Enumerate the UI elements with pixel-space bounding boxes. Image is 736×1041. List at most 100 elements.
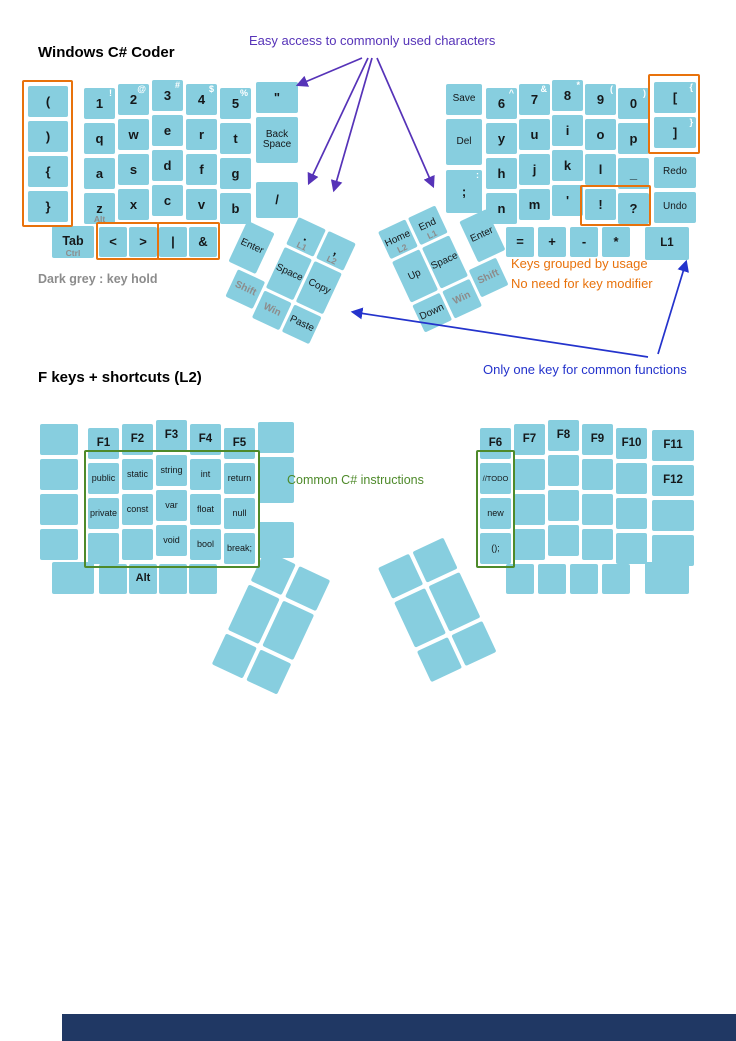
key-label: & bbox=[198, 234, 208, 250]
key-label: Space bbox=[429, 250, 460, 273]
key-w: w bbox=[118, 119, 149, 150]
key-blank bbox=[506, 564, 534, 594]
key-label: _ bbox=[629, 165, 638, 181]
key-blank bbox=[570, 564, 598, 594]
key-label: h bbox=[497, 165, 506, 181]
shift-symbol: # bbox=[174, 80, 180, 90]
key-enter: Enter bbox=[228, 220, 275, 275]
key-blank bbox=[122, 529, 153, 560]
highlight-csharp-left bbox=[84, 450, 260, 568]
key-label: Save bbox=[452, 93, 476, 105]
key-blank bbox=[159, 564, 187, 594]
key-d: d bbox=[152, 150, 183, 181]
key-blank bbox=[40, 494, 78, 525]
key-3: 3# bbox=[152, 80, 183, 111]
key-label: c bbox=[163, 192, 172, 208]
key-minus: - bbox=[570, 227, 598, 257]
key-label: //TODO bbox=[482, 473, 509, 483]
key-undo: Undo bbox=[654, 192, 696, 223]
key-label: new bbox=[487, 507, 504, 518]
key-label: 3 bbox=[163, 87, 172, 103]
highlight-parens-column bbox=[22, 80, 73, 227]
key-blank bbox=[616, 498, 647, 529]
key-blank bbox=[514, 459, 545, 490]
key-label: ' bbox=[565, 192, 570, 208]
key-alt: Alt bbox=[129, 564, 157, 594]
key-b: b bbox=[220, 193, 251, 224]
key-6: 6^ bbox=[486, 88, 517, 119]
key-a: a bbox=[84, 158, 115, 189]
key-label: f bbox=[199, 161, 204, 177]
key-double-quote: " bbox=[256, 82, 298, 113]
key-blank bbox=[582, 529, 613, 560]
key-label: v bbox=[197, 196, 206, 212]
key-label: o bbox=[596, 126, 605, 142]
key-label: F6 bbox=[488, 437, 503, 450]
key-close-bracket: ]} bbox=[654, 117, 696, 148]
key-s: s bbox=[118, 154, 149, 185]
key-label: F1 bbox=[96, 437, 111, 450]
key-label: l bbox=[598, 161, 603, 177]
key-blank bbox=[548, 490, 579, 521]
key-break: break; bbox=[224, 533, 255, 564]
key-save: Save bbox=[446, 84, 482, 115]
key-bool: bool bbox=[190, 529, 221, 560]
key-label: float bbox=[196, 503, 214, 514]
key-label: a bbox=[95, 165, 104, 181]
key-greater-than: > bbox=[129, 227, 157, 257]
key-blank bbox=[652, 500, 694, 531]
shift-symbol: @ bbox=[137, 84, 146, 94]
key-h: h bbox=[486, 158, 517, 189]
key-blank bbox=[40, 459, 78, 490]
key-label: p bbox=[629, 130, 638, 146]
key-label: int bbox=[200, 468, 211, 479]
key-label: z bbox=[96, 200, 103, 216]
key-label: ; bbox=[461, 183, 467, 199]
key-label: F5 bbox=[232, 437, 247, 450]
key-label: 8 bbox=[563, 87, 572, 103]
key-label: q bbox=[95, 130, 104, 146]
key-blank bbox=[189, 564, 217, 594]
key-underscore: _ bbox=[618, 158, 649, 189]
key-open-brace: { bbox=[28, 156, 68, 187]
key-label: F3 bbox=[164, 429, 179, 442]
key-4: 4$ bbox=[186, 84, 217, 115]
key-blank bbox=[514, 494, 545, 525]
hold-label: Alt bbox=[93, 213, 106, 224]
key-label: public bbox=[91, 472, 116, 483]
key-label: var bbox=[165, 499, 178, 510]
key-public: public bbox=[88, 463, 119, 494]
key-label: m bbox=[528, 196, 541, 212]
shift-symbol: $ bbox=[208, 84, 214, 94]
shift-symbol: ! bbox=[109, 88, 112, 98]
key-f3: F3 bbox=[156, 420, 187, 451]
key-label: ! bbox=[598, 196, 603, 212]
key-label: F12 bbox=[663, 474, 683, 487]
key-semicolon: ;: bbox=[446, 170, 482, 213]
key-null: null bbox=[224, 498, 255, 529]
key-label: F4 bbox=[198, 433, 213, 446]
key-void: void bbox=[156, 525, 187, 556]
highlight-angle-brackets bbox=[96, 222, 159, 260]
key-blank bbox=[548, 455, 579, 486]
key-blank bbox=[602, 564, 630, 594]
layout-title-l2: F keys + shortcuts (L2) bbox=[38, 369, 202, 386]
shift-symbol: ( bbox=[610, 84, 613, 94]
shift-symbol: ^ bbox=[508, 88, 514, 98]
key-0: 0) bbox=[618, 88, 649, 119]
key-label: Up bbox=[406, 267, 423, 283]
note-one-key: Only one key for common functions bbox=[483, 362, 687, 377]
hold-label: Ctrl bbox=[65, 247, 81, 258]
key-f9: F9 bbox=[582, 424, 613, 455]
key-label: (); bbox=[491, 542, 500, 553]
note-keys-grouped: Keys grouped by usage bbox=[511, 256, 648, 271]
key-string: string bbox=[156, 455, 187, 486]
key-label: F7 bbox=[522, 433, 537, 446]
shift-symbol: { bbox=[689, 82, 693, 92]
key-private: private bbox=[88, 498, 119, 529]
highlight-csharp-right bbox=[476, 450, 515, 568]
key-label: 1 bbox=[95, 95, 104, 111]
key-label: return bbox=[227, 472, 252, 483]
key-8: 8* bbox=[552, 80, 583, 111]
